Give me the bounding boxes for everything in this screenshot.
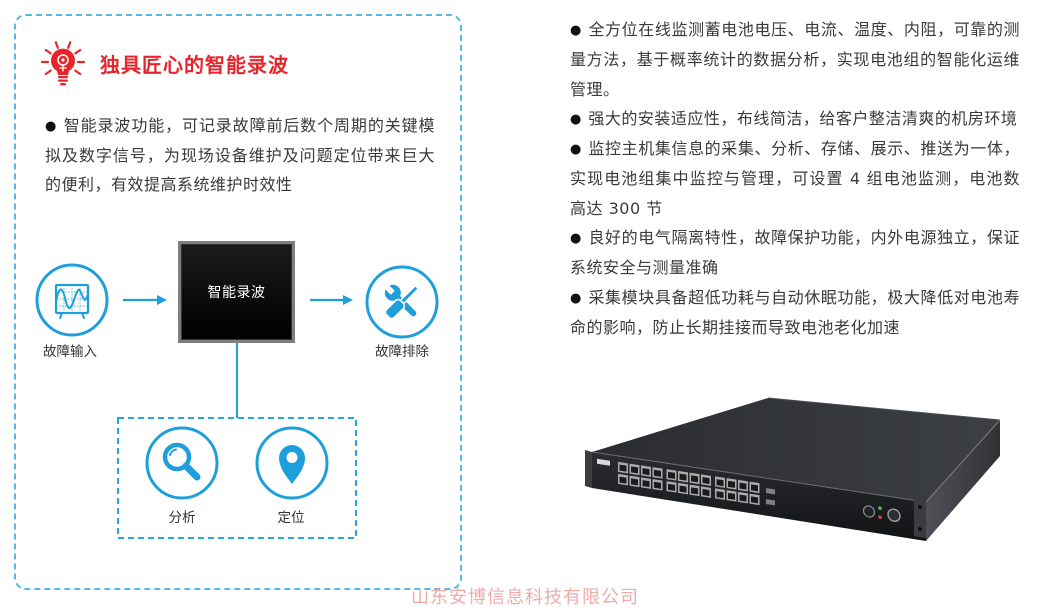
locate-label: 定位	[277, 510, 305, 526]
list-item: ●监控主机集信息的采集、分析、存储、展示、推送为一体，实现电池组集中监控与管理，…	[570, 134, 1020, 223]
analysis-node	[145, 426, 219, 500]
bullet-marker: ●	[570, 231, 582, 247]
device-port-socket	[739, 482, 747, 490]
device-port-socket	[668, 471, 675, 479]
smart-recorder-label: 智能录波	[207, 285, 266, 301]
device-port-socket	[702, 477, 710, 485]
list-item-text: 全方位在线监测蓄电池电压、电流、温度、内阻，可靠的测量方法，基于概率统计的数据分…	[570, 20, 1020, 99]
fault-removal-label: 故障排除	[375, 344, 429, 360]
bullet-marker: ●	[570, 290, 582, 306]
device-right-rack-ear	[914, 498, 926, 539]
device-port-socket	[679, 485, 687, 493]
device-port-socket	[702, 489, 710, 497]
device-port-socket	[691, 475, 698, 483]
device-port-socket	[642, 468, 650, 476]
device-side-panel	[926, 420, 1000, 541]
fault-recording-diagram	[35, 263, 439, 539]
list-item: ●全方位在线监测蓄电池电压、电流、温度、内阻，可靠的测量方法，基于概率统计的数据…	[570, 15, 1020, 104]
device-left-rack-ear	[585, 450, 592, 488]
magnifier-icon	[162, 442, 201, 481]
tools-icon	[383, 283, 420, 320]
list-item: ● 强大的安装适应性，布线简洁，给客户整洁清爽的机房环境	[570, 104, 1020, 134]
product-image	[585, 397, 1001, 541]
waveform-icon	[54, 283, 90, 319]
list-item: ●良好的电气隔离特性，故障保护功能，内外电源独立，保证系统安全与测量准确	[570, 223, 1020, 283]
lightbulb-icon	[40, 41, 86, 86]
device-logo	[597, 458, 610, 466]
feature-description: ●智能录波功能，可记录故障前后数个周期的关键模拟及数字信号，为现场设备维护及问题…	[45, 111, 435, 199]
rack-ear-hole	[918, 505, 922, 510]
device-port-socket	[751, 496, 758, 504]
analysis-label: 分析	[168, 510, 196, 526]
device-port-socket	[728, 492, 735, 500]
list-item-text: 监控主机集信息的采集、分析、存储、展示、推送为一体，实现电池组集中监控与管理，可…	[570, 139, 1020, 218]
device-port-socket	[631, 466, 638, 474]
list-item-text: 采集模块具备超低功耗与自动休眠功能，极大降低对电池寿命的影响，防止长期挂接而导致…	[570, 287, 1020, 337]
locate-node	[255, 426, 329, 500]
fault-input-node	[35, 263, 109, 337]
arrow-right-icon	[123, 295, 167, 305]
device-top-cover	[592, 398, 1000, 502]
device-port-socket	[654, 481, 661, 489]
feature-panel	[14, 14, 462, 590]
device-knob	[862, 505, 876, 518]
list-item-text: 良好的电气隔离特性，故障保护功能，内外电源独立，保证系统安全与测量准确	[570, 228, 1020, 278]
analysis-group-frame	[117, 417, 357, 539]
smart-recorder-box: 智能录波	[178, 241, 295, 343]
bullet-marker: ●	[570, 23, 582, 38]
device-port-socket	[716, 479, 724, 487]
bullet-marker: ●	[570, 142, 582, 158]
device-port-socket	[739, 494, 747, 502]
device-sfp-port	[766, 488, 775, 495]
device-sfp-port	[766, 499, 775, 506]
rack-ear-hole	[918, 527, 922, 532]
device-port-socket	[668, 483, 675, 491]
device-port-socket	[642, 480, 650, 488]
device-port-socket	[691, 487, 698, 495]
location-pin-icon	[279, 445, 305, 484]
features-list: ●全方位在线监测蓄电池电压、电流、温度、内阻，可靠的测量方法，基于概率统计的数据…	[570, 15, 1020, 342]
feature-description-text: 智能录波功能，可记录故障前后数个周期的关键模拟及数字信号，为现场设备维护及问题定…	[45, 116, 435, 194]
fault-input-label: 故障输入	[43, 344, 97, 360]
device-port-socket	[619, 476, 627, 484]
power-button	[887, 508, 901, 523]
device-port-socket	[751, 484, 758, 492]
device-port-socket	[728, 480, 735, 488]
fault-removal-node	[365, 265, 439, 339]
device-port-socket	[631, 478, 638, 486]
device-port-array	[618, 461, 760, 506]
device-port-socket	[716, 491, 724, 499]
feature-title: 独具匠心的智能录波	[100, 53, 289, 77]
device-led-green	[878, 506, 882, 510]
arrow-right-icon	[310, 295, 353, 305]
bullet-marker: ●	[570, 111, 582, 127]
list-item: ●采集模块具备超低功耗与自动休眠功能，极大降低对电池寿命的影响，防止长期挂接而导…	[570, 283, 1020, 343]
device-port-socket	[679, 473, 687, 481]
device-led-red	[878, 515, 882, 519]
list-item-text: 强大的安装适应性，布线简洁，给客户整洁清爽的机房环境	[588, 108, 1018, 128]
device-port-socket	[654, 469, 661, 477]
company-watermark: 山东安博信息科技有限公司	[411, 587, 639, 608]
bullet-marker: ●	[45, 119, 57, 134]
device-port-socket	[619, 464, 627, 472]
